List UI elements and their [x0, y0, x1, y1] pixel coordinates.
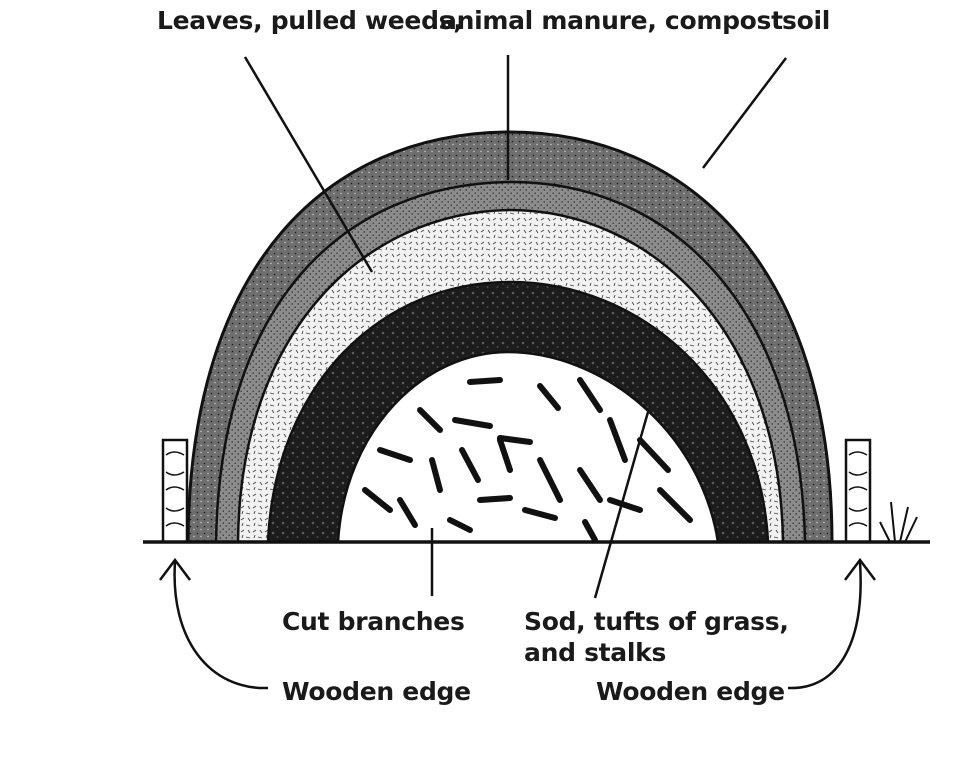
label-leaves: Leaves, pulled weeds, [157, 6, 463, 35]
label-manure: animal manure, compost [440, 6, 783, 35]
wooden-edge-left-post [161, 438, 189, 544]
label-sod: Sod, tufts of grass, and stalks [524, 607, 789, 668]
leader-line-leaves [243, 56, 374, 273]
grass-tuft [879, 501, 918, 543]
label-cut-branches: Cut branches [282, 607, 465, 636]
arrow-wooden-edge-left [159, 557, 269, 690]
leader-line-sod [593, 411, 650, 599]
wooden-edge-right-post [844, 438, 872, 544]
branch-sticks [362, 377, 693, 543]
leader-line-soil [702, 57, 787, 169]
label-soil: soil [782, 6, 830, 35]
label-wooden-edge-right: Wooden edge [596, 677, 785, 706]
branches-layer [336, 350, 720, 544]
arrow-wooden-edge-right [787, 557, 876, 690]
label-wooden-edge-left: Wooden edge [282, 677, 471, 706]
